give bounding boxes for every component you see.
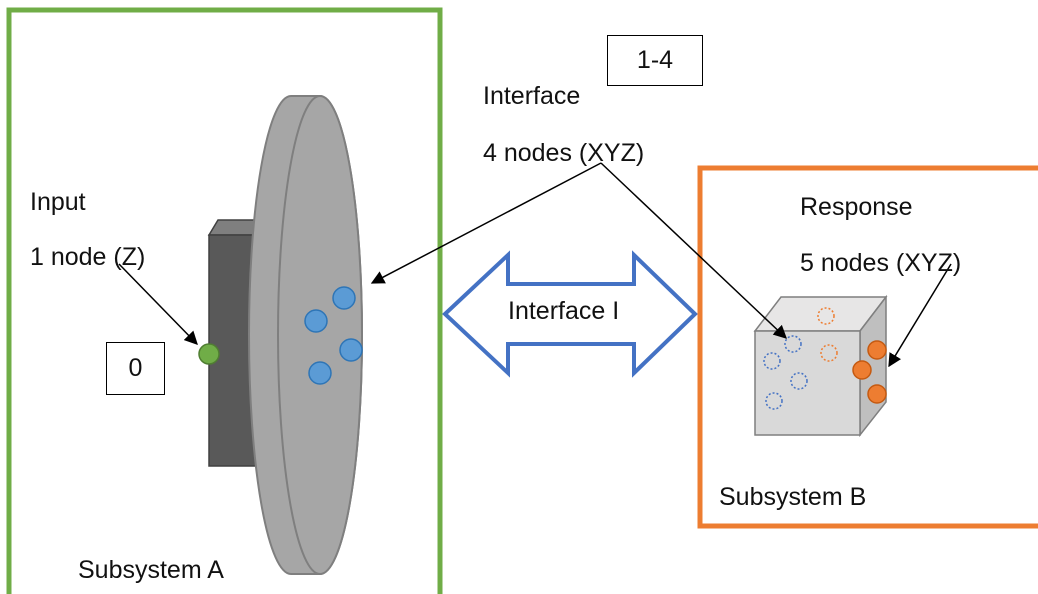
subsystem-b-frame xyxy=(697,165,1038,529)
interface-node xyxy=(308,361,332,385)
disc-shape xyxy=(248,95,363,575)
interface-node xyxy=(339,338,363,362)
interface-leader-line-a xyxy=(370,162,602,284)
input-box: 0 xyxy=(106,342,165,395)
subsystem-a-label: Subsystem A xyxy=(78,556,224,584)
interface-leader-line-b xyxy=(600,162,787,339)
input-title: Input xyxy=(30,188,86,216)
response-title: Response xyxy=(800,193,913,221)
input-nodes-label: 1 node (Z) xyxy=(30,243,146,271)
input-node xyxy=(198,343,220,365)
interface-nodes-label: 4 nodes (XYZ) xyxy=(483,139,645,167)
interface-node xyxy=(304,309,328,333)
interface-node-hidden xyxy=(790,372,808,390)
interface-node-hidden xyxy=(765,392,783,410)
response-node xyxy=(867,384,887,404)
interface-box: 1-4 xyxy=(607,35,703,86)
response-leader-line xyxy=(888,263,952,368)
interface-title: Interface xyxy=(483,82,581,110)
subsystem-a-frame xyxy=(6,7,443,594)
interface-double-arrow xyxy=(442,250,698,378)
response-node xyxy=(852,360,872,380)
response-node xyxy=(867,340,887,360)
interface-node xyxy=(332,286,356,310)
interface-node-hidden xyxy=(763,352,781,370)
response-node-hidden xyxy=(817,307,835,325)
interface-arrow-label: Interface I xyxy=(508,297,620,325)
response-node-hidden xyxy=(820,344,838,362)
response-nodes-label: 5 nodes (XYZ) xyxy=(800,249,962,277)
input-leader-line xyxy=(118,263,198,345)
subsystem-b-label: Subsystem B xyxy=(719,483,867,511)
interface-node-hidden xyxy=(784,335,802,353)
